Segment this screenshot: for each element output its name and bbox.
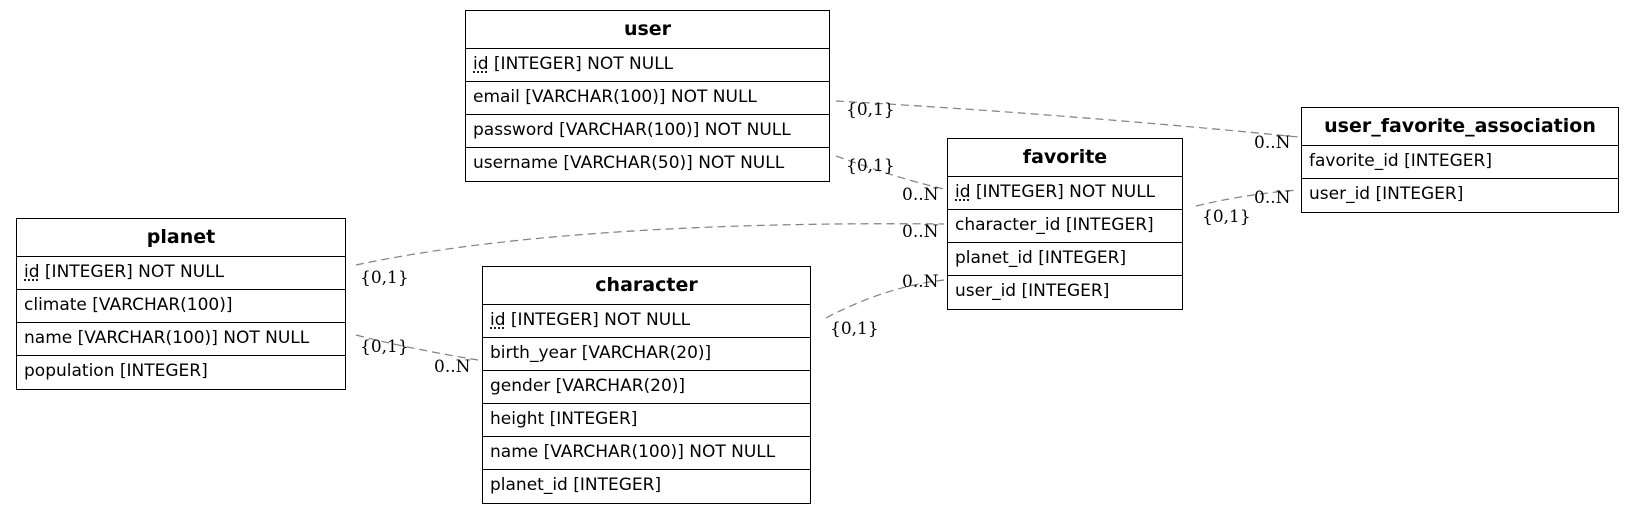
- entity-title: character: [483, 267, 810, 305]
- cardinality-label: {0,1}: [830, 319, 879, 339]
- relationship-edge-user-user_favorite_association: [835, 100, 1299, 138]
- cardinality-label: {0,1}: [360, 268, 409, 288]
- field-row: gender [VARCHAR(20)]: [483, 371, 810, 404]
- field-row: climate [VARCHAR(100)]: [17, 290, 345, 323]
- field-row: population [INTEGER]: [24, 361, 208, 381]
- field-row: password [VARCHAR(100)] NOT NULL: [466, 115, 829, 148]
- entity-character: character id [INTEGER] NOT NULL birth_ye…: [482, 266, 811, 504]
- field-row: id [INTEGER] NOT NULL: [466, 49, 829, 82]
- relationship-edge-character-favorite: [825, 279, 945, 319]
- cardinality-label: 0..N: [1254, 188, 1291, 208]
- field-row: birth_year [VARCHAR(20)]: [483, 338, 810, 371]
- relationship-edge-planet-favorite: [355, 223, 945, 266]
- field-row: user_id [INTEGER]: [1309, 184, 1464, 204]
- field-row: favorite_id [INTEGER]: [1302, 146, 1618, 179]
- entity-user-favorite-association: user_favorite_association favorite_id [I…: [1301, 107, 1619, 213]
- cardinality-label: 0..N: [902, 222, 939, 242]
- field-row: height [INTEGER]: [483, 404, 810, 437]
- field-row: name [VARCHAR(100)] NOT NULL: [17, 323, 345, 356]
- field-row: id [INTEGER] NOT NULL: [17, 257, 345, 290]
- relationship-edge-planet-character: [355, 334, 479, 361]
- field-row: email [VARCHAR(100)] NOT NULL: [466, 82, 829, 115]
- field-row: planet_id [INTEGER]: [490, 475, 662, 495]
- field-type: [INTEGER] NOT NULL: [39, 262, 225, 282]
- relationship-edge-favorite-user_favorite_association: [1195, 189, 1299, 207]
- field-row: username [VARCHAR(50)] NOT NULL: [473, 153, 785, 173]
- field-type: [INTEGER] NOT NULL: [505, 310, 691, 330]
- primary-key: id: [24, 262, 40, 282]
- field-row: planet_id [INTEGER]: [948, 243, 1182, 276]
- entity-title: favorite: [948, 139, 1182, 177]
- primary-key: id: [955, 182, 971, 202]
- cardinality-label: {0,1}: [846, 100, 895, 120]
- entity-favorite: favorite id [INTEGER] NOT NULL character…: [947, 138, 1183, 310]
- field-row: character_id [INTEGER]: [948, 210, 1182, 243]
- cardinality-label: 0..N: [1254, 133, 1291, 153]
- cardinality-label: 0..N: [434, 357, 471, 377]
- field-row: user_id [INTEGER]: [955, 281, 1110, 301]
- cardinality-label: {0,1}: [846, 156, 895, 176]
- entity-title: user_favorite_association: [1302, 108, 1618, 146]
- cardinality-label: {0,1}: [1202, 207, 1251, 227]
- field-row: name [VARCHAR(100)] NOT NULL: [483, 437, 810, 470]
- field-row: id [INTEGER] NOT NULL: [483, 305, 810, 338]
- entity-planet: planet id [INTEGER] NOT NULL climate [VA…: [16, 218, 346, 390]
- cardinality-label: 0..N: [902, 185, 939, 205]
- primary-key: id: [490, 310, 506, 330]
- entity-title: planet: [17, 219, 345, 257]
- cardinality-label: {0,1}: [360, 337, 409, 357]
- entity-user: user id [INTEGER] NOT NULL email [VARCHA…: [465, 10, 830, 182]
- primary-key: id: [473, 54, 489, 74]
- field-type: [INTEGER] NOT NULL: [970, 182, 1156, 202]
- entity-title: user: [466, 11, 829, 49]
- field-type: [INTEGER] NOT NULL: [488, 54, 674, 74]
- cardinality-label: 0..N: [902, 272, 939, 292]
- relationship-edge-user-favorite: [835, 155, 945, 190]
- field-row: id [INTEGER] NOT NULL: [948, 177, 1182, 210]
